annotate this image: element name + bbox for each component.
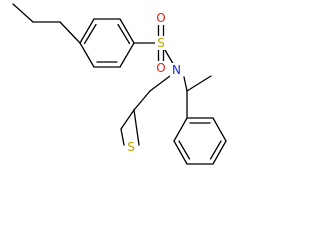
benzene-ring-top: [79, 18, 135, 68]
phenyl-ring-bottom: [173, 117, 227, 165]
atom-sulfonyl-oxygen-top: O: [155, 11, 167, 25]
bond-n-ch: [183, 76, 188, 92]
atom-label-n: N: [172, 63, 181, 77]
atom-sulfonyl-sulfur: S: [155, 36, 167, 50]
bond-n-ch2: [149, 75, 171, 92]
thiirane-ring: [120, 109, 140, 146]
bond-ch2-thiirane: [133, 90, 151, 111]
atom-label-s: S: [127, 140, 135, 154]
atom-sulfonyl-oxygen-bottom: O: [155, 61, 167, 75]
atom-label-o: O: [156, 11, 165, 25]
bond-s-o-top: [157, 24, 165, 37]
bond-ch-methyl: [186, 75, 212, 92]
atom-label-s: S: [157, 36, 165, 50]
atom-label-o: O: [156, 61, 165, 75]
chemical-structure-diagram: S O O N S: [12, 3, 227, 165]
bond-propyl-ch3-ch2: [12, 3, 34, 23]
atom-thiirane-sulfur: S: [125, 140, 137, 154]
atom-amine-nitrogen: N: [170, 63, 183, 77]
bond-propyl-ch2-ring: [59, 21, 81, 44]
bond-s-o-bottom: [157, 49, 165, 62]
